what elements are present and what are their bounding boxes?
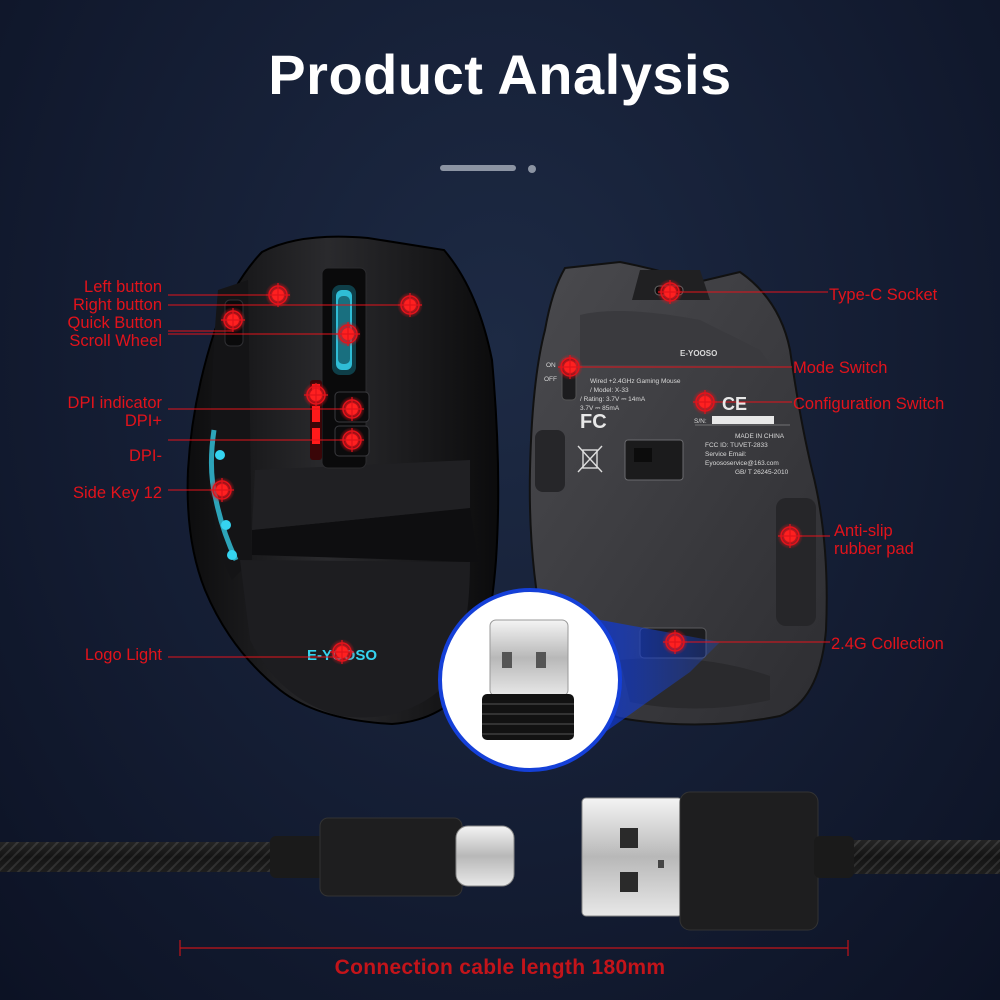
sticker-gb: GB/ T 26245-2010 <box>735 469 789 476</box>
sticker-rating: / Rating: 3.7V ⎓ 14mA <box>580 396 646 403</box>
sticker-service: Service Email: <box>705 451 747 458</box>
label-side-key: Side Key 12 <box>73 484 162 502</box>
ce-mark: CE <box>722 394 748 414</box>
label-collection: 2.4G Collection <box>831 635 944 653</box>
switch-off-label: OFF <box>544 376 557 383</box>
usb-cable <box>0 791 1000 931</box>
label-type-c-socket: Type-C Socket <box>829 286 938 304</box>
leader-lines <box>168 291 830 658</box>
label-rubber-pad: rubber pad <box>834 540 914 558</box>
page-title: Product Analysis <box>268 43 732 106</box>
usb-dongle-inset <box>438 588 622 772</box>
label-mode-switch: Mode Switch <box>793 359 888 377</box>
sticker-made: MADE IN CHINA <box>735 433 785 440</box>
fcc-mark: FC <box>580 411 607 433</box>
label-logo-light: Logo Light <box>84 646 162 664</box>
sticker-battery: 3.7V ⎓ 85mA <box>580 405 620 412</box>
label-right-button: Right button <box>73 296 162 314</box>
hotspot-markers <box>209 279 803 665</box>
label-dpi-minus: DPI- <box>129 447 162 465</box>
divider-bar <box>440 165 516 171</box>
sticker-category: Wired +2.4GHz Gaming Mouse <box>590 378 681 385</box>
label-anti-slip: Anti-slip <box>834 522 893 540</box>
sticker-brand: E-YOOSO <box>680 349 718 358</box>
sticker-model: / Model: X-33 <box>590 387 629 394</box>
mouse-top-view <box>186 235 500 726</box>
switch-on-label: ON <box>546 362 556 369</box>
label-dpi-indicator: DPI indicator <box>67 394 162 412</box>
label-quick-button: Quick Button <box>67 314 162 332</box>
label-dpi-plus: DPI+ <box>124 412 162 430</box>
label-left-button: Left button <box>84 278 162 296</box>
label-configuration-switch: Configuration Switch <box>793 395 945 413</box>
sticker-sn: S/N: <box>694 418 707 425</box>
cable-length-caption: Connection cable length 180mm <box>334 956 666 979</box>
sticker-fcc-id: FCC ID: TUVET-2833 <box>705 442 768 449</box>
sticker-email: Eyoososervice@163.com <box>705 460 779 467</box>
label-scroll-wheel: Scroll Wheel <box>69 332 162 350</box>
divider-dot <box>528 165 536 173</box>
